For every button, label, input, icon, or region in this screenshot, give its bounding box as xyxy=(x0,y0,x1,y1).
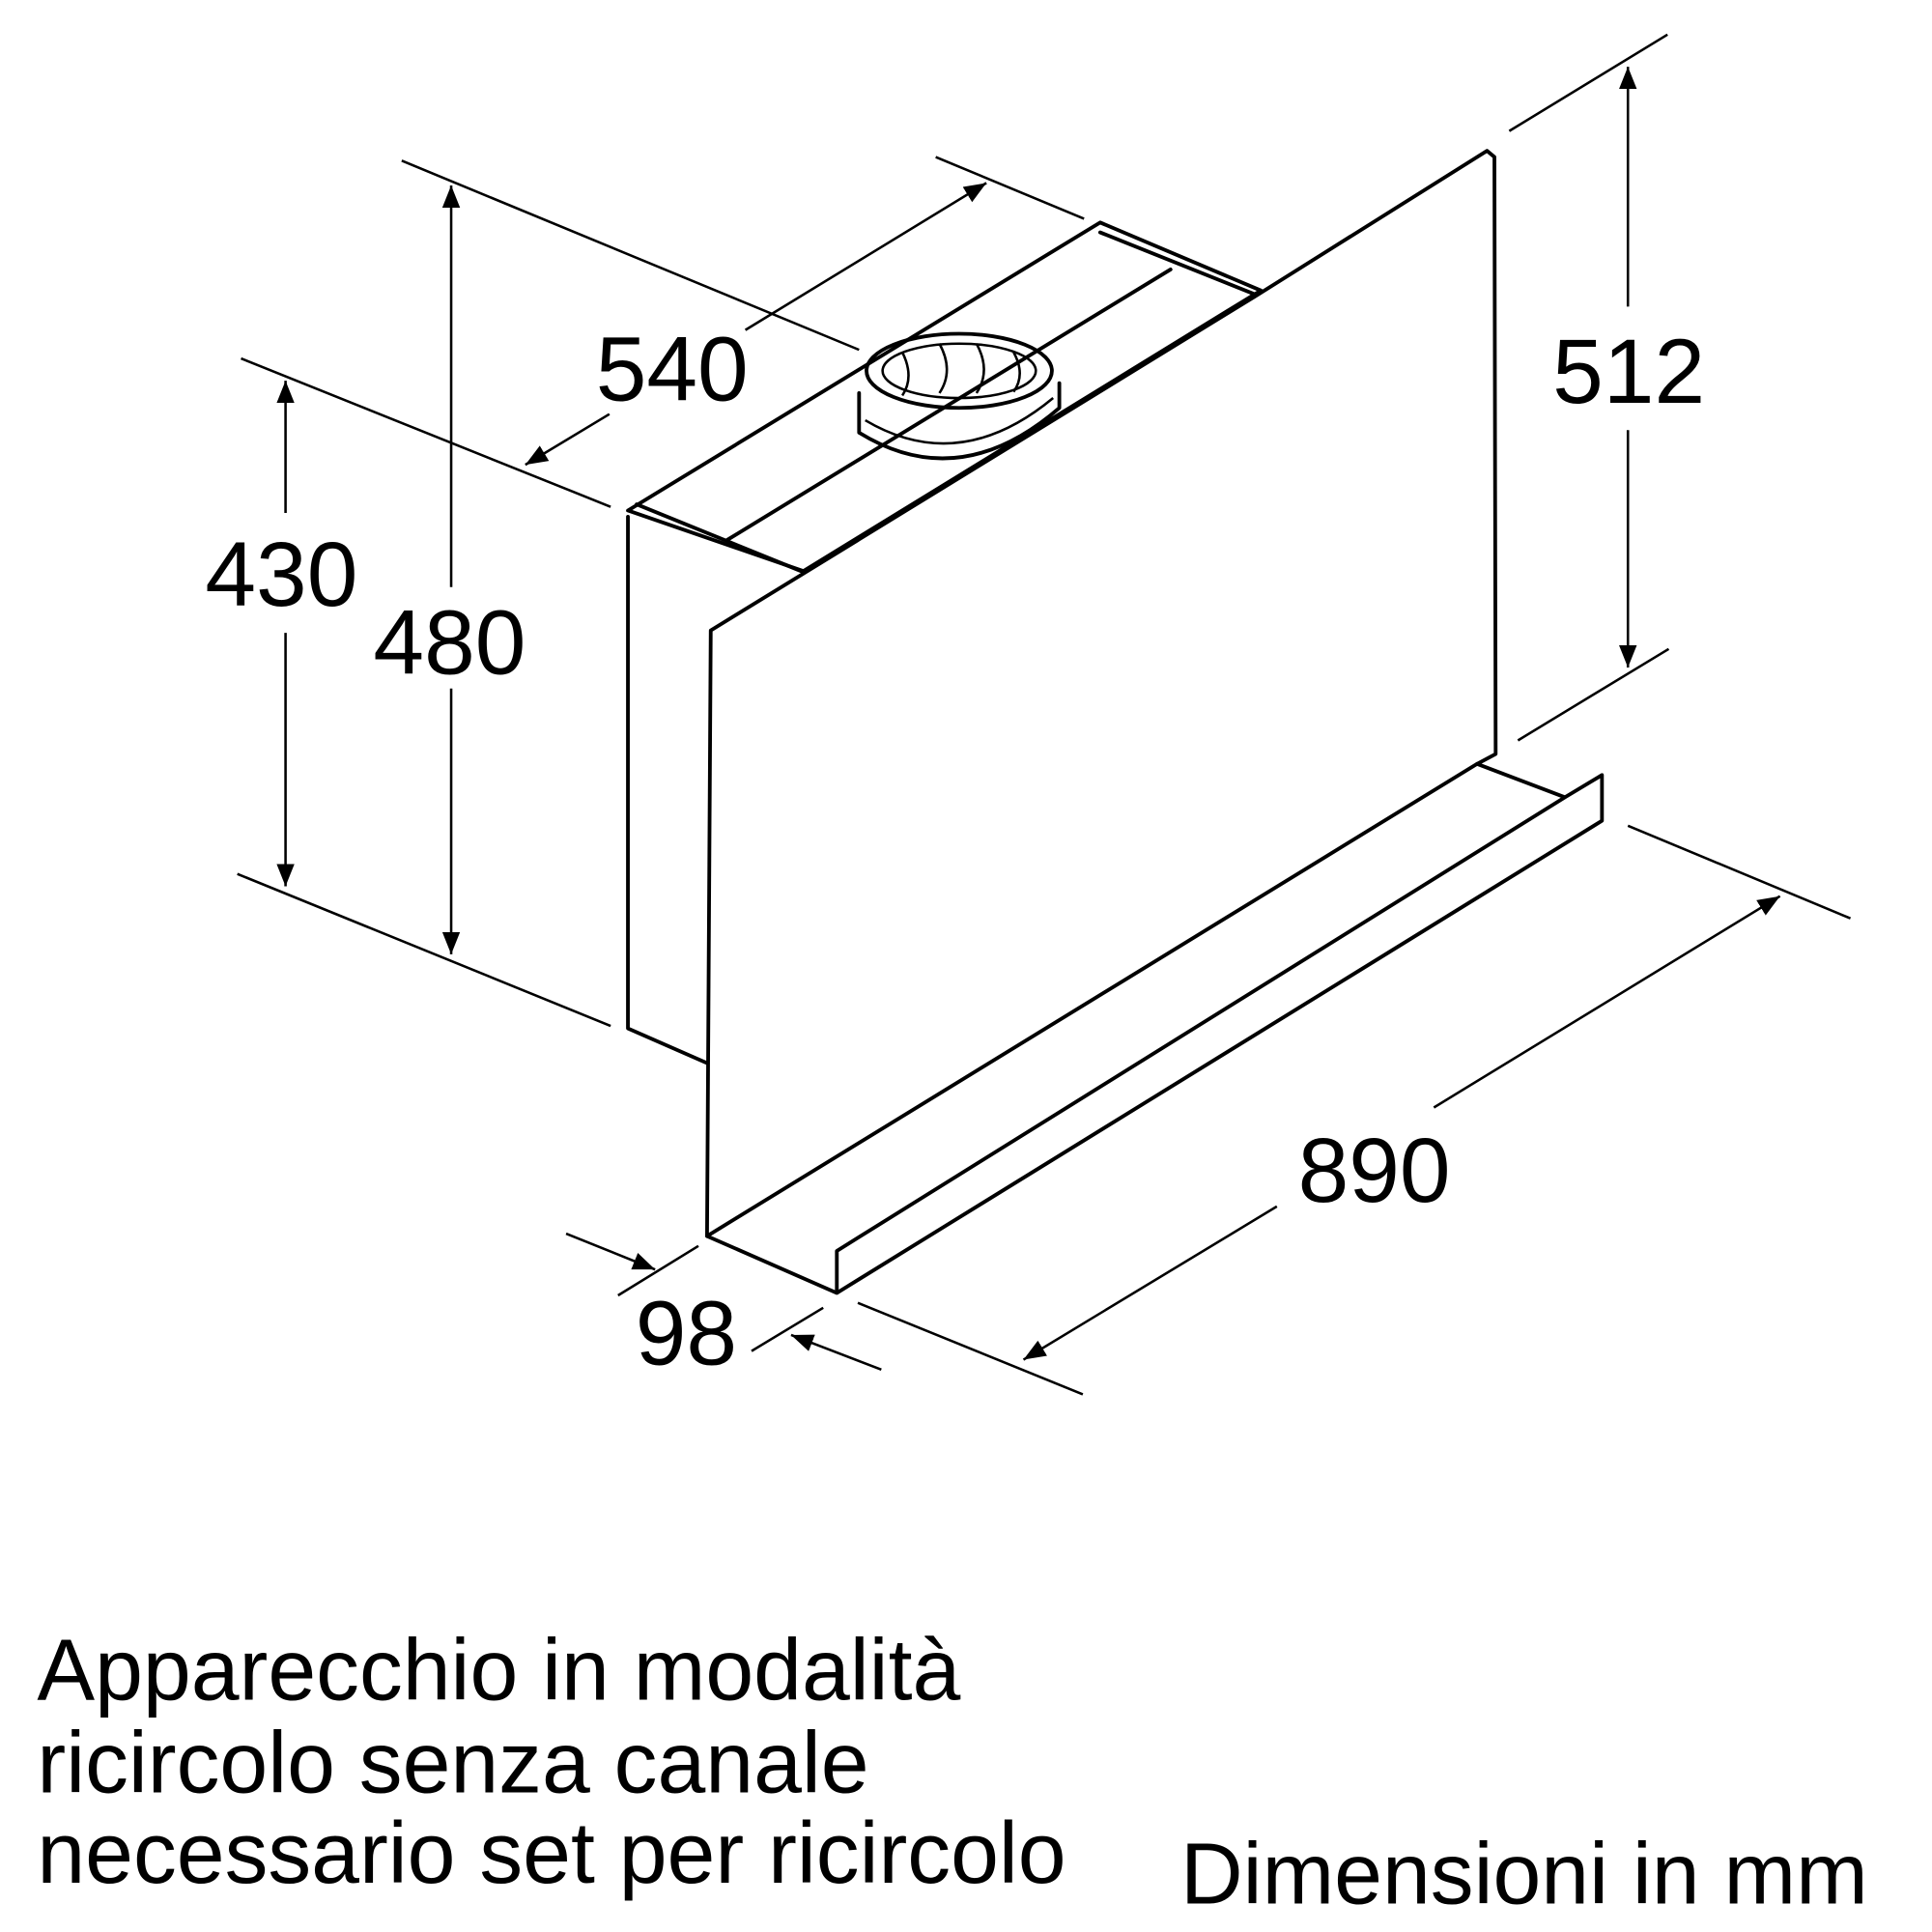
dimension-lines xyxy=(237,33,1852,1396)
caption-line-2: ricircolo senza canale xyxy=(37,1714,868,1810)
dim-480: 480 xyxy=(373,591,526,694)
units-label: Dimensioni in mm xyxy=(1180,1826,1868,1922)
hood-outline xyxy=(626,149,1605,1295)
dim-98: 98 xyxy=(636,1283,737,1385)
dim-512: 512 xyxy=(1552,321,1705,423)
dim-430: 430 xyxy=(205,524,357,626)
dim-890: 890 xyxy=(1298,1120,1451,1222)
dim-540: 540 xyxy=(596,319,749,421)
filter-icon xyxy=(857,331,1062,461)
caption-line-3: necessario set per ricircolo xyxy=(37,1804,1065,1901)
caption-line-1: Apparecchio in modalità xyxy=(37,1621,960,1718)
